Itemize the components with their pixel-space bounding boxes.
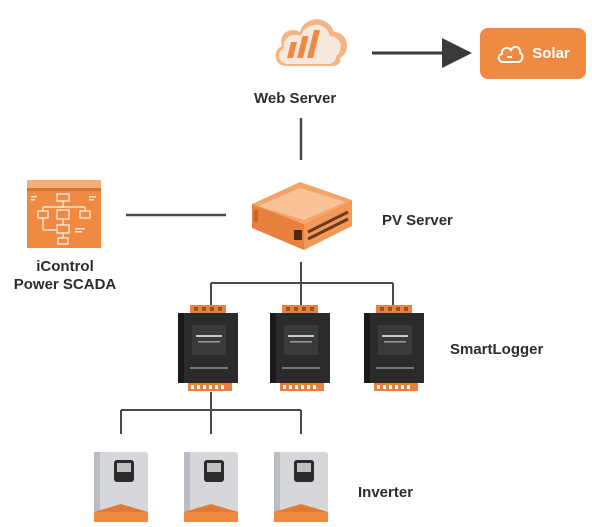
inverter-device-2 [184,452,240,527]
scada-label-line2: Power SCADA [13,276,117,293]
solar-button[interactable]: Solar [480,28,586,79]
cloud-outline-icon [497,45,524,63]
flowchart-document-icon [27,180,101,248]
scada-label-line1: iControl [36,258,94,275]
inverter-device-3 [274,452,330,527]
inverter-device-icon [94,452,148,522]
cloud-bar-chart-icon [275,19,348,66]
smartlogger-label: SmartLogger [450,341,544,358]
datalogger-device-icon [270,305,330,391]
inverter-device-1 [94,452,150,527]
inverter-label: Inverter [358,484,414,501]
scada-label: iControl Power SCADA [0,258,130,294]
datalogger-device-icon [178,305,238,391]
smartlogger-device-2 [268,305,334,398]
server-rack-icon [252,182,352,250]
smartlogger-device-3 [362,305,428,398]
web-server-label: Web Server [254,90,337,107]
smartlogger-device-1 [176,305,242,398]
pv-server-label: PV Server [382,212,453,229]
inverter-device-icon [184,452,238,522]
inverter-device-icon [274,452,328,522]
solar-button-label: Solar [532,45,570,62]
datalogger-device-icon [364,305,424,391]
